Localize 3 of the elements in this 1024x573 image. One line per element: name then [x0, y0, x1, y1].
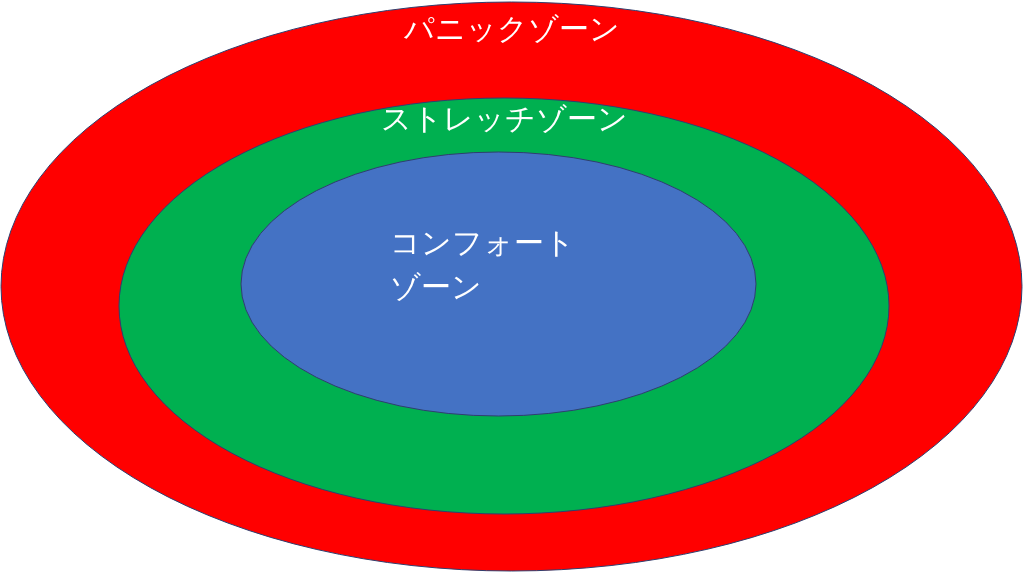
zone-label: ストレッチゾーン [379, 100, 629, 138]
zone-label: コンフォートゾーン [390, 224, 576, 306]
zone-label: パニックゾーン [402, 10, 621, 48]
